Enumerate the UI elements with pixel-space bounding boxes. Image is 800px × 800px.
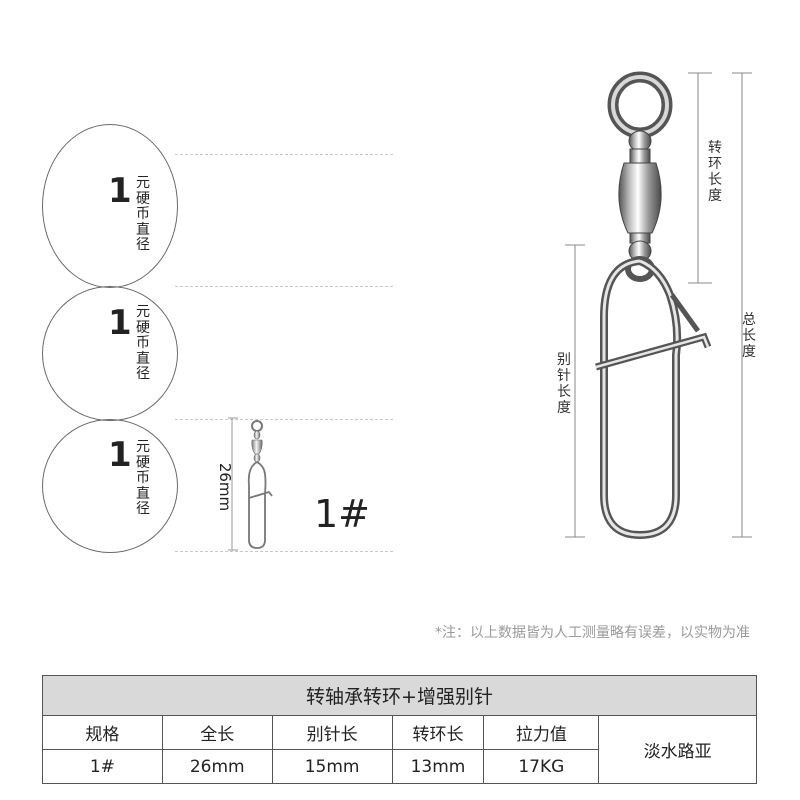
usage-cell: 淡水路亚 [598, 715, 757, 784]
coin-1-label: 元 硬 币 直 径 [136, 175, 150, 253]
value-total-length: 26mm [161, 749, 273, 784]
small-length-label: 26mm [216, 462, 235, 512]
value-tension: 17KG [483, 749, 600, 784]
coin-2-label: 元 硬 币 直 径 [136, 304, 150, 382]
header-tension: 拉力值 [483, 715, 600, 750]
guide-line-top [175, 154, 393, 155]
coin-circle-3 [42, 419, 178, 553]
total-length-label: 总 长 度 [742, 312, 756, 360]
spec-table-title: 转轴承转环+增强别针 [42, 675, 757, 716]
size-mark: 1# [314, 492, 371, 536]
coin-1-number: 1 [108, 171, 132, 211]
small-swivel-illustration [228, 417, 273, 551]
large-swivel-illustration [565, 71, 752, 540]
spec-table-header-row: 规格 全长 别针长 转环长 拉力值 淡水路亚 [42, 715, 757, 784]
value-spec: 1# [42, 749, 163, 784]
header-pin-length: 别针长 [271, 715, 393, 750]
spec-table-title-row: 转轴承转环+增强别针 [42, 675, 757, 716]
header-total-length: 全长 [161, 715, 273, 750]
coin-3-label: 元 硬 币 直 径 [136, 439, 150, 517]
spec-table-value-row: 1# 26mm 15mm 13mm 17KG [42, 749, 757, 784]
value-pin-length: 15mm [271, 749, 393, 784]
swivel-length-label: 转 环 长 度 [708, 140, 722, 204]
header-spec: 规格 [42, 715, 163, 750]
header-swivel-length: 转环长 [391, 715, 485, 750]
pin-length-label: 别 针 长 度 [557, 352, 571, 416]
guide-line-base [175, 551, 393, 552]
coin-2-number: 1 [108, 303, 132, 343]
spec-table: 转轴承转环+增强别针 规格 全长 别针长 转环长 拉力值 淡水路亚 1# 26m… [42, 675, 757, 784]
guide-line-bottom [175, 419, 393, 420]
measurement-note: *注：以上数据皆为人工测量略有误差，以实物为准 [435, 625, 750, 641]
value-swivel-length: 13mm [391, 749, 485, 784]
guide-line-middle [175, 286, 393, 287]
coin-3-number: 1 [108, 435, 132, 475]
